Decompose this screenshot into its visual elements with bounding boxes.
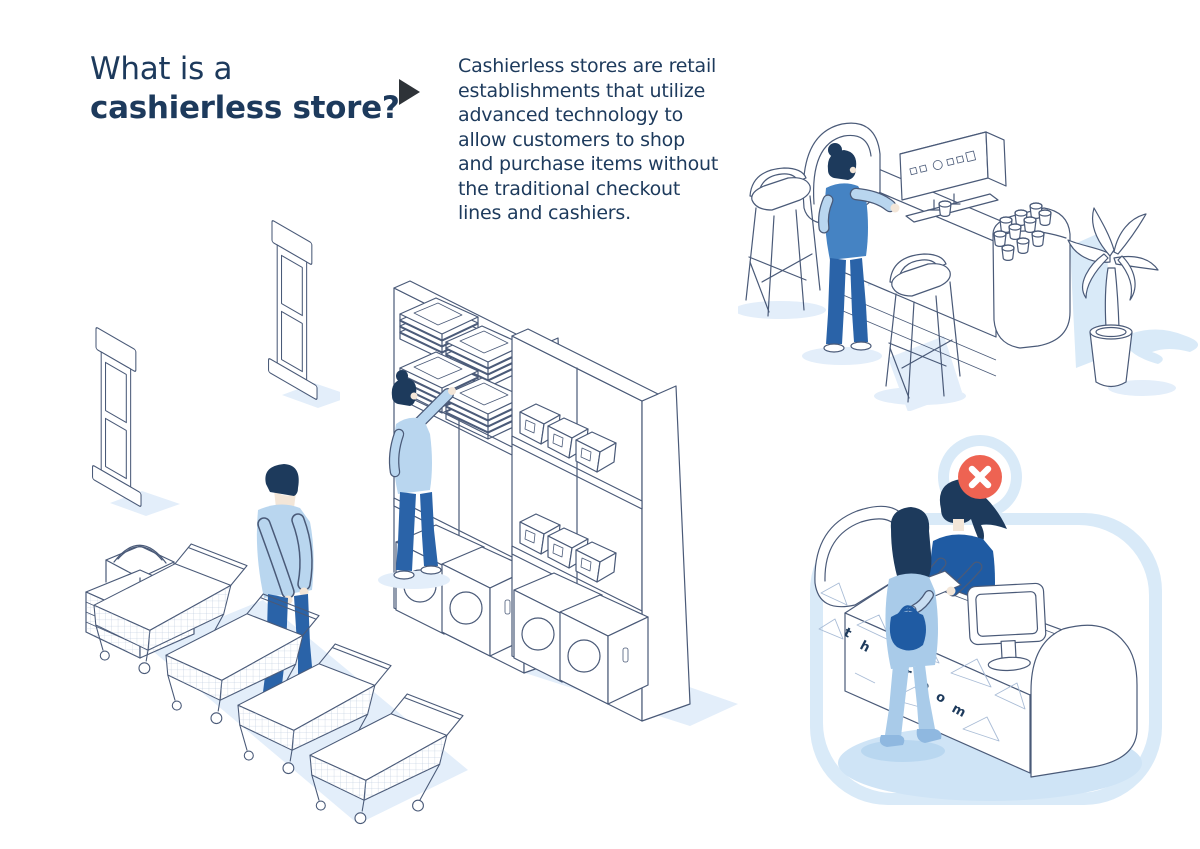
description: Cashierless stores are retail establishm… xyxy=(458,54,770,226)
description-line: allow customers to shop xyxy=(458,128,685,151)
description-line: and purchase items without xyxy=(458,153,719,175)
security-gate xyxy=(267,217,318,401)
page-title: What is a cashierless store? xyxy=(90,50,400,128)
description-line: the traditional checkout xyxy=(458,177,681,200)
x-badge-icon xyxy=(958,455,1002,499)
scene-coffee-bar xyxy=(738,122,1199,411)
pointer-triangle-icon xyxy=(399,79,420,105)
potted-plant xyxy=(1067,207,1199,396)
scene-security-gates xyxy=(91,217,340,516)
coffee-machine xyxy=(899,131,1007,223)
customer-figure xyxy=(879,507,942,747)
description-line: lines and cashiers. xyxy=(458,202,631,224)
coffee-cup xyxy=(938,200,952,217)
scene-cart-queue xyxy=(85,464,468,825)
title-line-2: cashierless store? xyxy=(90,90,400,126)
scene-checkout: t h r o o m xyxy=(810,435,1162,805)
title-line-1: What is a xyxy=(90,51,233,87)
description-line: Cashierless stores are retail xyxy=(458,55,717,77)
scene-shelves xyxy=(378,280,738,726)
handbag xyxy=(889,605,926,651)
counter-letter: m xyxy=(949,701,968,721)
barista-figure xyxy=(802,143,900,365)
description-line: advanced technology to xyxy=(458,104,684,126)
description-line: establishments that utilize xyxy=(458,79,706,102)
cup-station xyxy=(992,202,1071,349)
shelf-unit xyxy=(511,328,691,722)
customer-shadow xyxy=(861,740,945,762)
browsing-customer-figure xyxy=(378,370,456,589)
monitor xyxy=(967,582,1047,672)
